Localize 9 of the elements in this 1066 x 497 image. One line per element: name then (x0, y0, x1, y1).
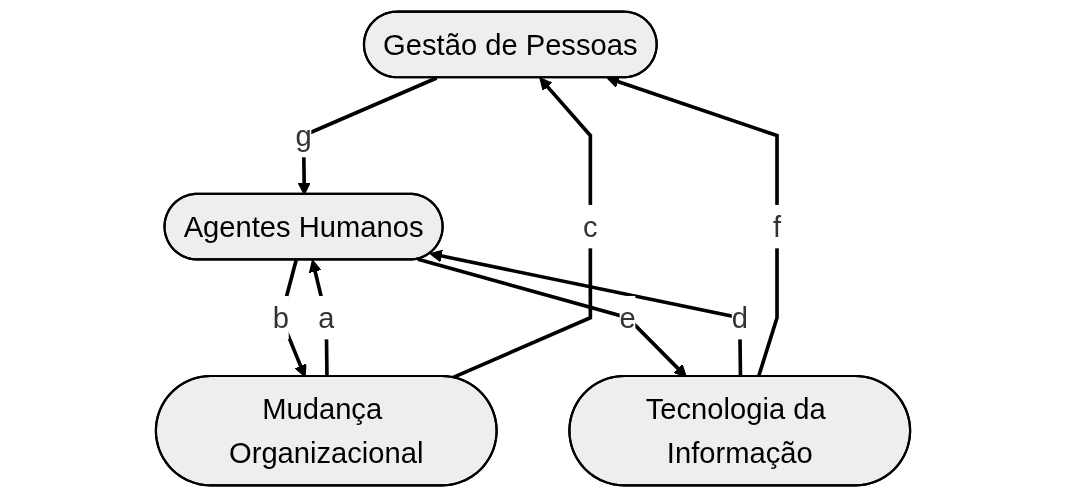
edge-label: g (295, 119, 312, 152)
arrow (429, 249, 743, 377)
edge-label: c (583, 210, 598, 243)
edge-label: a (318, 301, 335, 334)
arrow (451, 77, 593, 380)
edge-label: e (619, 301, 636, 334)
edge-label: d (731, 301, 748, 334)
edge-label: b (272, 301, 289, 334)
edge-label: f (772, 210, 782, 243)
